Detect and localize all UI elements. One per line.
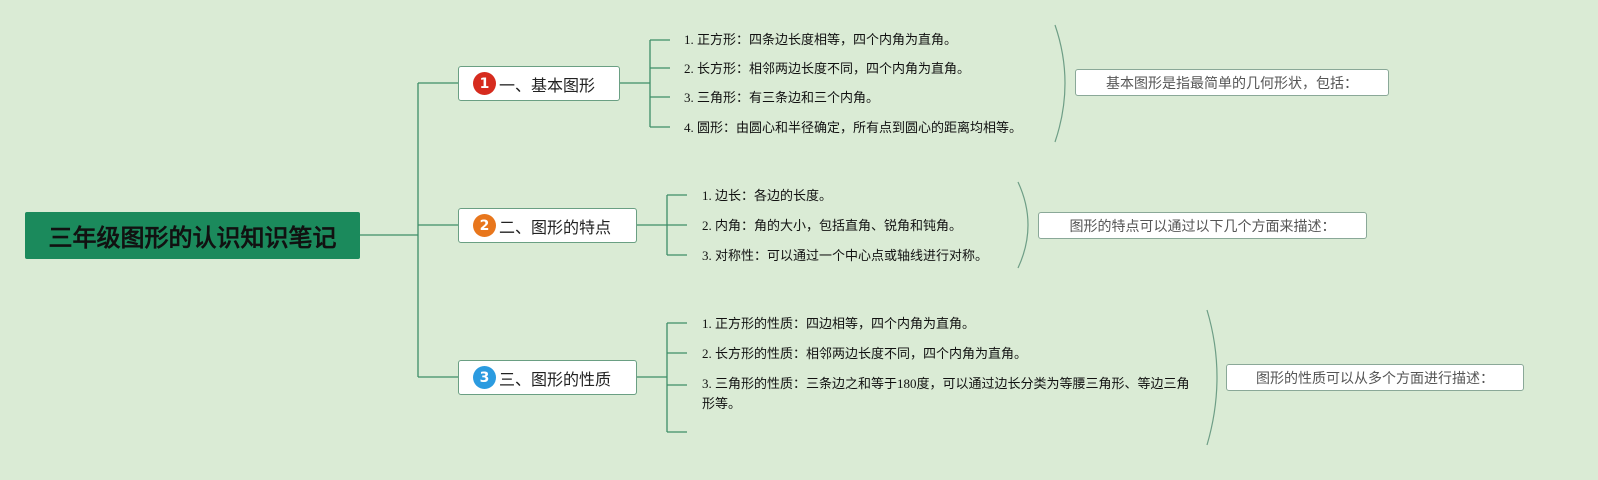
branch-1-label: 一、基本图形 xyxy=(499,75,596,95)
branch-1-summary-bracket xyxy=(1054,24,1066,143)
number-badge-2: 2 xyxy=(473,214,496,237)
branch-1-topic[interactable]: 1 一、基本图形 xyxy=(458,66,620,101)
branch-1-summary-text: 基本图形是指最简单的几何形状，包括： xyxy=(1106,75,1358,92)
branch-2-item-3[interactable]: 3. 对称性：可以通过一个中心点或轴线进行对称。 xyxy=(702,248,989,263)
branch-2-summary-text: 图形的特点可以通过以下几个方面来描述： xyxy=(1069,218,1336,235)
number-badge-3: 3 xyxy=(473,366,496,389)
branch-1-item-4[interactable]: 4. 圆形：由圆心和半径确定，所有点到圆心的距离均相等。 xyxy=(684,120,1023,135)
branch-3-item-2[interactable]: 2. 长方形的性质：相邻两边长度不同，四个内角为直角。 xyxy=(702,346,1028,361)
branch-3-item-1[interactable]: 1. 正方形的性质：四边相等，四个内角为直角。 xyxy=(702,316,976,331)
branch-3-topic[interactable]: 3 三、图形的性质 xyxy=(458,360,637,395)
branch-1-summary[interactable]: 基本图形是指最简单的几何形状，包括： xyxy=(1075,69,1389,96)
branch-3-label: 三、图形的性质 xyxy=(499,369,612,389)
number-badge-1: 1 xyxy=(473,72,496,95)
branch-1-item-3[interactable]: 3. 三角形：有三条边和三个内角。 xyxy=(684,90,880,105)
branch-2-item-1[interactable]: 1. 边长：各边的长度。 xyxy=(702,188,833,203)
root-topic[interactable]: 三年级图形的认识知识笔记 xyxy=(25,212,360,259)
branch-3-item-3[interactable]: 3. 三角形的性质：三条边之和等于180度，可以通过边长分类为等腰三角形、等边三… xyxy=(702,376,1190,411)
branch-1-item-1[interactable]: 1. 正方形：四条边长度相等，四个内角为直角。 xyxy=(684,32,958,47)
branch-2-item-2[interactable]: 2. 内角：角的大小，包括直角、锐角和钝角。 xyxy=(702,218,963,233)
branch-2-topic[interactable]: 2 二、图形的特点 xyxy=(458,208,637,243)
branch-3-summary[interactable]: 图形的性质可以从多个方面进行描述： xyxy=(1226,364,1524,391)
branch-2-summary-bracket xyxy=(1017,181,1029,269)
branch-3-summary-text: 图形的性质可以从多个方面进行描述： xyxy=(1256,370,1494,387)
branch-2-summary[interactable]: 图形的特点可以通过以下几个方面来描述： xyxy=(1038,212,1367,239)
root-title: 三年级图形的认识知识笔记 xyxy=(48,224,337,252)
branch-2-label: 二、图形的特点 xyxy=(499,217,612,237)
branch-1-item-2[interactable]: 2. 长方形：相邻两边长度不同，四个内角为直角。 xyxy=(684,61,971,76)
branch-3-summary-bracket xyxy=(1206,309,1218,446)
